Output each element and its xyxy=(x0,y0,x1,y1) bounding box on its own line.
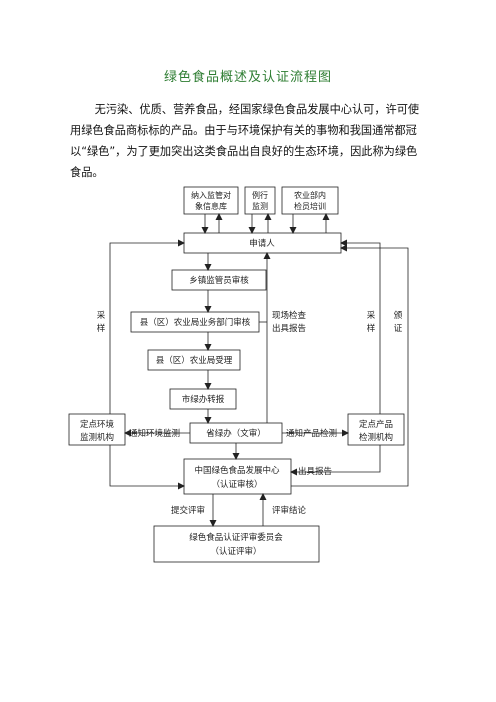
township-review-box: 乡镇监管员审核 xyxy=(171,269,267,291)
label-right-sample-2: 样 xyxy=(367,323,376,334)
county-accept-box: 县（区）农业局受理 xyxy=(147,349,241,371)
env-agency-line2: 监测机构 xyxy=(80,432,114,443)
product-testing-agency-box: 定点产品 检测机构 xyxy=(347,413,405,446)
flow-labels: 采 样 采 样 颁 证 现场检查 出具报告 通知环境监测 通知产品检测 出具报告… xyxy=(97,310,403,516)
label-onsite-2: 出具报告 xyxy=(272,323,306,334)
province-label: 省绿办（文审） xyxy=(206,428,266,439)
product-agency-line2: 检测机构 xyxy=(359,432,393,443)
city-label: 市绿办转报 xyxy=(182,394,225,405)
province-review-box: 省绿办（文审） xyxy=(189,422,283,444)
top-box-routine-line2: 监测 xyxy=(252,201,268,211)
label-notify-env: 通知环境监测 xyxy=(129,428,180,439)
county-review-box: 县（区）农业局业务部门审核 xyxy=(130,311,260,333)
label-notify-product: 通知产品检测 xyxy=(286,428,337,439)
page-title: 绿色食品概述及认证流程图 xyxy=(163,70,332,85)
city-transfer-box: 市绿办转报 xyxy=(169,388,237,410)
review-committee-box: 绿色食品认证评审委员会 （认证评审） xyxy=(153,525,320,563)
top-box-training-line1: 农业部内 xyxy=(294,190,326,200)
top-box-info-db-line1: 纳入监管对 xyxy=(191,190,231,200)
green-food-center-box: 中国绿色食品发展中心 （认证审核） xyxy=(183,458,292,495)
flow-connectors xyxy=(109,213,409,527)
county-accept-label: 县（区）农业局受理 xyxy=(156,355,233,366)
top-box-info-db-line2: 象信息库 xyxy=(195,201,227,211)
label-cert-2: 证 xyxy=(394,324,403,334)
label-left-sample-2: 样 xyxy=(97,323,106,334)
env-agency-line1: 定点环境 xyxy=(80,419,115,430)
label-submit-review: 提交评审 xyxy=(171,505,205,516)
center-line2: （认证审核） xyxy=(211,479,262,490)
env-monitoring-agency-box: 定点环境 监测机构 xyxy=(68,413,126,446)
product-agency-line1: 定点产品 xyxy=(359,419,393,430)
top-box-info-db: 纳入监管对 象信息库 xyxy=(183,186,239,215)
intro-paragraph: 无污染、优质、营养食品，经国家绿色食品发展中心认可，许可使用绿色食品商标标的产品… xyxy=(70,103,420,179)
center-line1: 中国绿色食品发展中心 xyxy=(194,465,280,476)
label-onsite-1: 现场检查 xyxy=(272,310,307,321)
label-issue-report: 出具报告 xyxy=(298,466,332,477)
top-box-routine-monitoring: 例行 监测 xyxy=(244,186,276,215)
top-box-training-line2: 检员培训 xyxy=(294,201,326,211)
township-label: 乡镇监管员审核 xyxy=(189,275,249,286)
label-review-conclusion: 评审结论 xyxy=(272,505,307,516)
applicant-label: 申请人 xyxy=(249,238,275,249)
committee-line2: （认证评审） xyxy=(210,546,261,557)
county-review-label: 县（区）农业局业务部门审核 xyxy=(140,317,251,328)
committee-line1: 绿色食品认证评审委员会 xyxy=(189,532,283,543)
top-box-inspector-training: 农业部内 检员培训 xyxy=(281,186,339,215)
label-left-sample-1: 采 xyxy=(97,310,106,321)
top-box-routine-line1: 例行 xyxy=(252,190,268,200)
label-right-sample-1: 采 xyxy=(367,310,376,321)
applicant-box: 申请人 xyxy=(183,232,342,254)
label-cert-1: 颁 xyxy=(394,310,403,321)
